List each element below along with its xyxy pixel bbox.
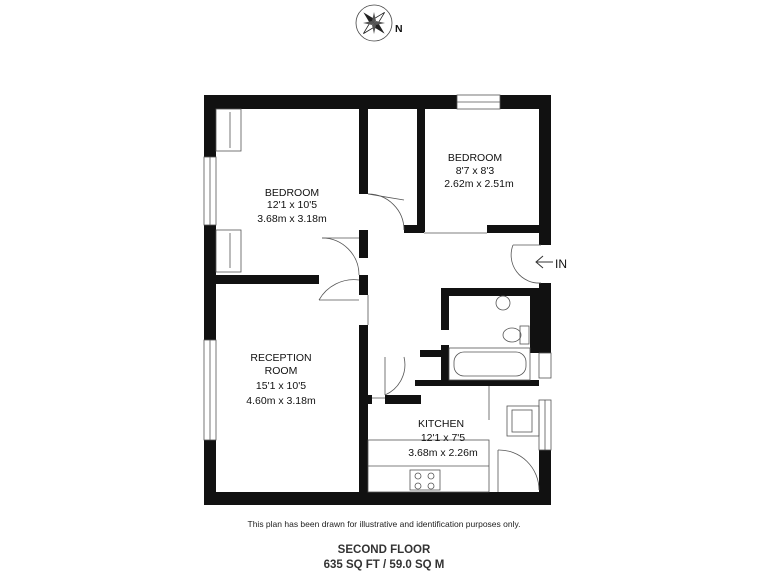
reception-imperial: 15'1 x 10'5 <box>256 380 306 392</box>
entrance-label: IN <box>555 257 567 271</box>
reception-metric: 4.60m x 3.18m <box>246 395 316 407</box>
bedroom-2-imperial: 8'7 x 8'3 <box>456 165 495 177</box>
internal-walls <box>216 109 539 492</box>
floor-area: 635 SQ FT / 59.0 SQ M <box>323 559 445 571</box>
compass-rose-icon <box>355 4 393 42</box>
kitchen-metric: 3.68m x 2.26m <box>408 447 478 459</box>
bedroom-1-imperial: 12'1 x 10'5 <box>267 199 317 211</box>
outer-walls <box>204 95 551 505</box>
kitchen-fixtures <box>367 386 540 493</box>
compass-north-label: N <box>395 23 403 35</box>
bedroom-1-metric: 3.68m x 3.18m <box>257 213 327 225</box>
floor-summary: SECOND FLOOR 635 SQ FT / 59.0 SQ M <box>0 543 768 573</box>
floor-name: SECOND FLOOR <box>337 544 431 556</box>
room-kitchen: KITCHEN 12'1 x 7'5 3.68m x 2.26m <box>408 418 478 459</box>
bedroom-2-name: BEDROOM <box>448 152 502 164</box>
room-reception: RECEPTION ROOM 15'1 x 10'5 4.60m x 3.18m <box>246 352 316 407</box>
reception-name-line2: ROOM <box>265 365 298 377</box>
bathroom-fixtures <box>448 295 531 381</box>
bedroom-2-metric: 2.62m x 2.51m <box>444 178 514 190</box>
disclaimer-text: This plan has been drawn for illustrativ… <box>247 519 521 529</box>
entrance-arrow-icon <box>535 255 553 269</box>
kitchen-name: KITCHEN <box>418 418 464 430</box>
room-bedroom-2: BEDROOM 8'7 x 8'3 2.62m x 2.51m <box>444 152 514 190</box>
kitchen-imperial: 12'1 x 7'5 <box>421 432 465 444</box>
reception-name-line1: RECEPTION <box>250 352 311 364</box>
bedroom-1-name: BEDROOM <box>265 187 319 199</box>
wardrobes <box>215 108 242 273</box>
room-bedroom-1: BEDROOM 12'1 x 10'5 3.68m x 3.18m <box>257 187 327 225</box>
doors <box>318 193 542 492</box>
